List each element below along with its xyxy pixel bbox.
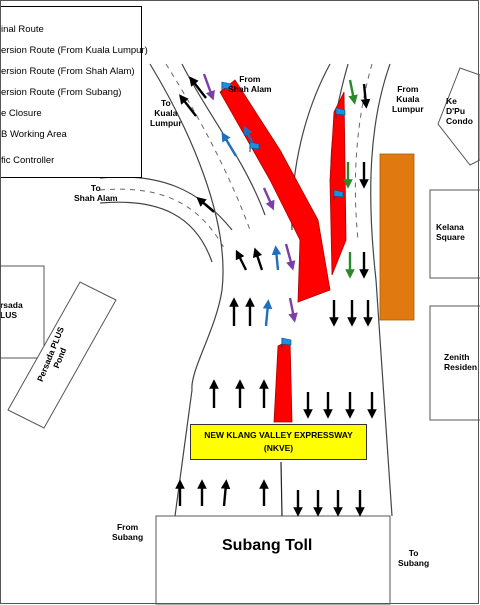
arrow-original-route bbox=[196, 196, 215, 213]
arrow-original-route bbox=[360, 83, 371, 109]
median-line bbox=[280, 461, 283, 517]
legend-closure: e Closure bbox=[1, 108, 42, 119]
traffic-controller-flag bbox=[221, 81, 232, 92]
arrow-original-route bbox=[252, 247, 264, 271]
legend-kl-route: ersion Route (From Kuala Lumpur) bbox=[1, 45, 148, 56]
buildings bbox=[0, 67, 480, 605]
road-closures bbox=[219, 79, 347, 423]
building-kelana-dpuri bbox=[437, 67, 480, 166]
legend-subang-route: ersion Route (From Subang) bbox=[1, 87, 122, 98]
arrow-kl-route bbox=[271, 245, 282, 271]
arrow-shah-alam-route bbox=[284, 243, 296, 271]
legend: inal Route ersion Route (From Kuala Lump… bbox=[0, 6, 148, 178]
traffic-controller-flag bbox=[249, 141, 260, 152]
arrow-shah-alam-route bbox=[202, 73, 215, 101]
road-closure bbox=[219, 79, 331, 303]
right-road-edge bbox=[370, 63, 393, 517]
arrow-original-route bbox=[189, 76, 207, 99]
building-kelana-square bbox=[429, 189, 480, 279]
label-kelana-dpuri: Ke D'Pu Condo bbox=[446, 96, 473, 126]
building-zenith bbox=[429, 305, 480, 421]
arrow-shah-alam-route bbox=[262, 187, 275, 211]
legend-original-route: inal Route bbox=[1, 24, 44, 35]
building-persada bbox=[0, 265, 45, 359]
lane-markings bbox=[99, 63, 373, 249]
label-from-shah-alam: From Shah Alam bbox=[228, 74, 272, 94]
arrow-original-route bbox=[179, 94, 197, 117]
toll-plaza bbox=[155, 515, 391, 605]
legend-shah-alam-route: ersion Route (From Shah Alam) bbox=[1, 66, 135, 77]
traffic-controller-flag bbox=[335, 107, 346, 118]
label-from-kuala-lumpur: From Kuala Lumpur bbox=[392, 84, 424, 114]
traffic-controllers bbox=[221, 81, 346, 348]
working-area bbox=[379, 153, 415, 321]
subang-toll-label: Subang Toll bbox=[222, 537, 313, 554]
nkve-label: NEW KLANG VALLEY EXPRESSWAY (NKVE) bbox=[190, 424, 367, 460]
pond-outline bbox=[7, 281, 117, 429]
shah-alam-branch-top bbox=[99, 176, 233, 231]
road-closure bbox=[329, 91, 347, 276]
traffic-arrows bbox=[175, 73, 377, 517]
label-zenith: Zenith Residen bbox=[444, 352, 478, 372]
legend-controller: fic Controller bbox=[1, 155, 55, 166]
shah-alam-branch-bottom bbox=[99, 201, 213, 263]
road-closure bbox=[273, 339, 293, 423]
label-kelana-square: Kelana Square bbox=[436, 222, 465, 242]
arrow-kl-route bbox=[221, 131, 238, 157]
arrow-subang-route bbox=[348, 79, 358, 105]
label-to-kuala-lumpur: To Kuala Lumpur bbox=[150, 98, 182, 128]
arrow-original-route bbox=[220, 479, 231, 507]
label-to-shah-alam: To Shah Alam bbox=[74, 183, 118, 203]
left-road-edge bbox=[149, 63, 224, 517]
arrow-original-route bbox=[235, 249, 248, 271]
arrow-shah-alam-route bbox=[288, 297, 298, 323]
label-from-subang: From Subang bbox=[112, 522, 144, 542]
legend-working-area: B Working Area bbox=[1, 129, 67, 140]
arrow-kl-route bbox=[262, 299, 273, 327]
traffic-controller-flag bbox=[281, 337, 292, 348]
label-persada-plus: rsada LUS bbox=[0, 300, 23, 320]
label-to-subang: To Subang bbox=[398, 548, 430, 568]
traffic-controller-flag bbox=[333, 189, 344, 200]
